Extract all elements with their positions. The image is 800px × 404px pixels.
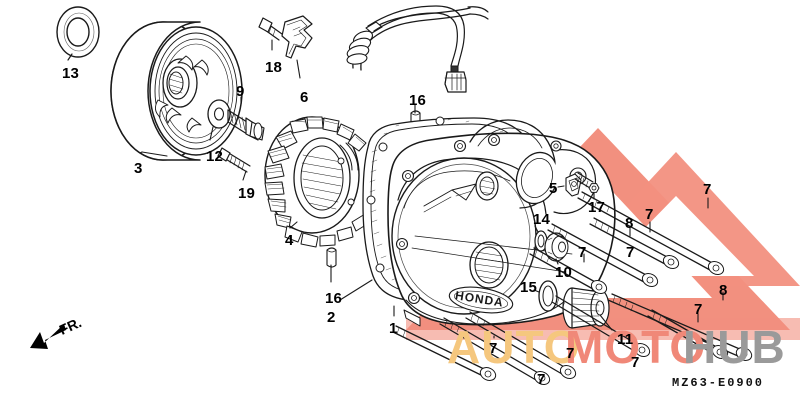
part-10-oil-cap (544, 232, 569, 265)
watermark-text-hub: HUB (683, 321, 786, 373)
bolt-7-g (551, 295, 651, 357)
bolt-7-f (465, 311, 577, 379)
part-17-bolt (574, 172, 601, 200)
callout-12[interactable]: 12 (206, 148, 224, 165)
bolt-7-a (577, 191, 725, 275)
part-3-flywheel-rotor (110, 21, 243, 161)
callout-1[interactable]: 1 (389, 320, 398, 337)
callout-15[interactable]: 15 (520, 279, 538, 296)
callout-7-i[interactable]: 7 (631, 354, 640, 371)
callout-18[interactable]: 18 (265, 59, 283, 76)
bolt-7-b (589, 217, 680, 269)
callout-8-lower[interactable]: 8 (719, 282, 728, 299)
bolt-7-d (647, 309, 729, 359)
callout-6[interactable]: 6 (300, 89, 309, 106)
callout-7-h[interactable]: 7 (566, 345, 575, 362)
bolt-8-a (547, 223, 659, 287)
bolt-group-7-8 (392, 191, 753, 385)
alternator-wire-harness (346, 5, 489, 93)
callout-7-d[interactable]: 7 (703, 181, 712, 198)
callout-9[interactable]: 9 (236, 83, 245, 100)
callout-7-e[interactable]: 7 (694, 301, 703, 318)
callout-7-f[interactable]: 7 (489, 340, 498, 357)
part-12-washer (207, 99, 231, 141)
part-15-o-ring-large (533, 280, 558, 312)
bolt-8-b (607, 291, 753, 361)
bolt-7-h (392, 325, 497, 381)
callout-17[interactable]: 17 (588, 199, 606, 216)
watermark-text-moto: MOTO (565, 321, 707, 373)
harness-connector (444, 71, 467, 93)
callout-2[interactable]: 2 (327, 309, 336, 326)
callout-16-lower[interactable]: 16 (325, 290, 343, 307)
part-13-oil-seal (56, 6, 100, 61)
watermark-text-auto: AUTO (447, 321, 581, 373)
part-19-bolt (217, 147, 251, 181)
callout-19[interactable]: 19 (238, 185, 256, 202)
part-5-wire-holder (557, 173, 582, 197)
callout-5[interactable]: 5 (549, 180, 558, 197)
callout-7-g[interactable]: 7 (537, 371, 546, 388)
callout-11[interactable]: 11 (617, 331, 634, 348)
callout-16-upper[interactable]: 16 (409, 92, 427, 109)
callout-10[interactable]: 10 (555, 264, 573, 281)
bolt-7-c (529, 247, 608, 294)
callout-14[interactable]: 14 (533, 211, 551, 228)
part-9-flange-bolt (227, 96, 265, 141)
part-6-wire-clamp-stay (281, 15, 313, 79)
callout-7-a[interactable]: 7 (578, 244, 587, 261)
callout-4[interactable]: 4 (285, 232, 294, 249)
part-4-stator-assembly (264, 116, 370, 248)
callout-7-b[interactable]: 7 (626, 244, 635, 261)
fr-direction-arrow (30, 324, 66, 349)
watermark-cutout-mid (598, 196, 754, 276)
part-16-dowel-pin-lower (326, 247, 337, 283)
diagram-code: MZ63-E0900 (672, 376, 765, 390)
callout-13[interactable]: 13 (62, 65, 80, 82)
part-1-left-crankcase-cover (387, 119, 616, 327)
callout-3[interactable]: 3 (134, 160, 143, 177)
bolt-7-e (439, 317, 551, 385)
callout-8-upper[interactable]: 8 (625, 215, 634, 232)
honda-emboss-badge (448, 286, 514, 314)
harness-grommet (346, 21, 383, 65)
callout-7-c[interactable]: 7 (645, 206, 654, 223)
part-18-bolt (258, 17, 283, 51)
